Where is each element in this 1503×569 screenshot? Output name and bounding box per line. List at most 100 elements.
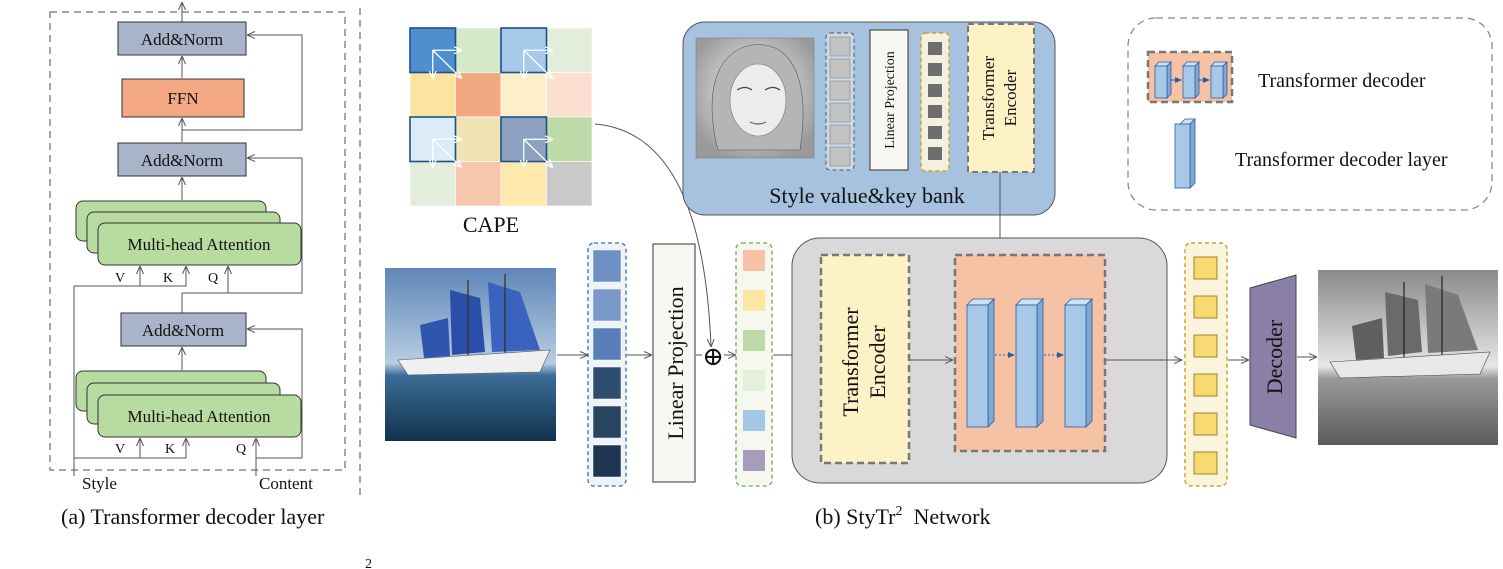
cape-cell [455,116,502,162]
style-eyes [736,86,781,91]
v-label-lower: V [115,442,125,457]
embedding-token [743,250,765,271]
cape-cell [546,116,593,162]
legend-decoder-label: Transformer decoder [1258,70,1426,92]
embedding-token [743,450,765,471]
panel-a-decoder-layer: Add&Norm FFN Add&Norm Multi-head Attenti… [49,3,346,529]
embedding-token [743,410,765,431]
content-encoder-line2: Encoder [865,325,890,399]
legend-layer-side [1189,118,1196,189]
output-hull [1329,351,1491,379]
panel-b-caption-suffix: Network [903,504,991,529]
style-linear-projection-label: Linear Projection [883,51,898,149]
output-token [1193,334,1218,358]
residual-arrow-top [182,35,303,131]
embedding-token [743,290,765,311]
output-image [1318,270,1498,445]
content-image [385,268,556,441]
ffn-label: FFN [167,89,198,108]
decoder-layer-side [987,298,995,428]
cape-cell [546,72,593,118]
cape-to-plus-arrow [594,123,711,346]
cape-grid [409,27,593,207]
cape-arrow [432,138,461,167]
add-norm-box-top [117,21,247,56]
content-encoder-line1: Transformer [838,307,863,417]
add-norm-label-top: Add&Norm [141,30,223,49]
content-linear-projection-box [652,243,696,483]
content-hull [397,349,551,376]
style-bank-label: Style value&key bank [769,183,965,208]
q-label-lower: Q [236,442,246,457]
style-patches [829,36,851,167]
cape-arrow [432,49,461,78]
style-face [729,63,787,137]
cape-cell [455,27,502,73]
attention-label-upper: Multi-head Attention [127,235,271,254]
style-tokens [928,42,942,160]
output-token-column [1184,242,1228,487]
residual-arrow-lower [248,329,303,459]
add-norm-box-lower [120,312,247,347]
content-patch [592,327,622,361]
ffn-box [121,78,245,118]
style-token [928,147,942,160]
panel-b-caption-prefix: (b) StyTr [815,504,896,529]
cape-cell [500,161,547,207]
cape-cell [546,27,593,73]
k-label-lower: K [165,442,175,457]
residual-arrow-middle [182,158,303,294]
decoder-layer-side [1085,298,1093,428]
decoder-layers [966,298,1093,428]
style-patch [829,146,851,167]
content-linear-projection-label: Linear Projection [663,286,688,439]
style-to-lower-v [74,439,140,459]
style-patch [829,80,851,101]
style-to-upper-v [73,267,140,470]
output-token [1193,412,1218,436]
attention-label-lower: Multi-head Attention [127,407,271,426]
style-token [928,84,942,97]
plus-symbol: ⊕ [702,342,724,371]
panel-b-caption: (b) StyTr2 Network [815,504,990,529]
style-patch [829,124,851,145]
content-patches [592,249,622,478]
content-input-label: Content [259,474,313,493]
content-patch [592,249,622,283]
style-linear-projection-box [869,29,909,171]
style-encoder-line1: Transformer [979,55,998,140]
cape-cell [455,72,502,118]
embedding-token-column [735,242,773,487]
legend-box [1127,17,1493,211]
output-tokens [1193,256,1218,475]
content-patch [592,444,622,478]
panel-b-network: CAPE Linear Projection Transformer Encod… [365,17,1498,569]
k-label-upper: K [163,271,173,286]
style-patch [829,58,851,79]
style-token [928,63,942,76]
decoder-layer-front [1182,65,1196,99]
cape-arrow [523,138,552,167]
decoder-layer-front [1210,65,1224,99]
style-encoder-line2: Encoder [1001,69,1020,126]
decoder-layer-front [1064,304,1087,428]
style-token [928,105,942,118]
content-patch [592,405,622,439]
attention-box-upper [97,222,302,266]
add-norm-box-middle [117,142,247,177]
style-patch [829,102,851,123]
embedding-token [743,330,765,351]
cape-cell [455,161,502,207]
legend-layer-icon [1174,118,1196,189]
content-sail-2 [488,282,540,352]
style-to-lower-k [140,439,186,459]
cape-arrow [523,49,552,78]
output-sail-3 [1352,318,1384,360]
style-to-upper-k [140,267,186,287]
cape-cell [500,72,547,118]
panel-a-dashed-frame [49,11,346,471]
legend-mini-layers [1154,61,1228,99]
stray-superscript: 2 [365,557,372,569]
panel-b-caption-superscript: 2 [896,504,903,519]
